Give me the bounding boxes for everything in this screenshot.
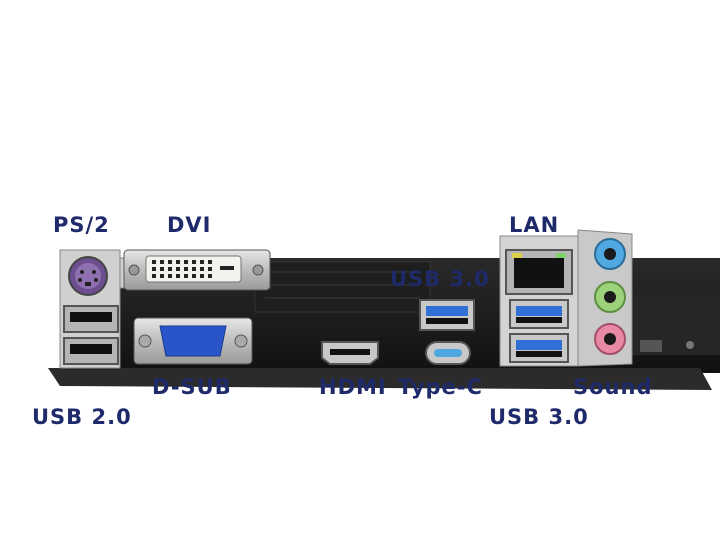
label-usb2: USB 2.0 (32, 405, 132, 429)
usb3-ports-pair (509, 299, 569, 363)
foam-gasket (48, 368, 712, 390)
usb-c-port-icon (425, 341, 471, 365)
rj45-port-icon (505, 249, 573, 295)
usb3-typec-stack (419, 299, 475, 365)
label-hdmi: HDMI (319, 375, 387, 399)
label-typec: Type-C (398, 375, 483, 399)
label-usb3-top: USB 3.0 (390, 267, 490, 291)
label-usb3-bottom: USB 3.0 (489, 405, 589, 429)
audio-jack-icon (594, 238, 626, 355)
label-ps2: PS/2 (53, 213, 110, 237)
vga-port-icon (133, 317, 253, 365)
ps2-port-icon (68, 256, 108, 296)
hdmi-port-icon (321, 341, 379, 365)
label-dsub: D-SUB (152, 375, 232, 399)
usb2-ports (63, 305, 119, 365)
label-lan: LAN (509, 213, 560, 237)
label-sound: Sound (573, 375, 653, 399)
label-dvi: DVI (167, 213, 212, 237)
dvi-port-icon (123, 249, 271, 291)
